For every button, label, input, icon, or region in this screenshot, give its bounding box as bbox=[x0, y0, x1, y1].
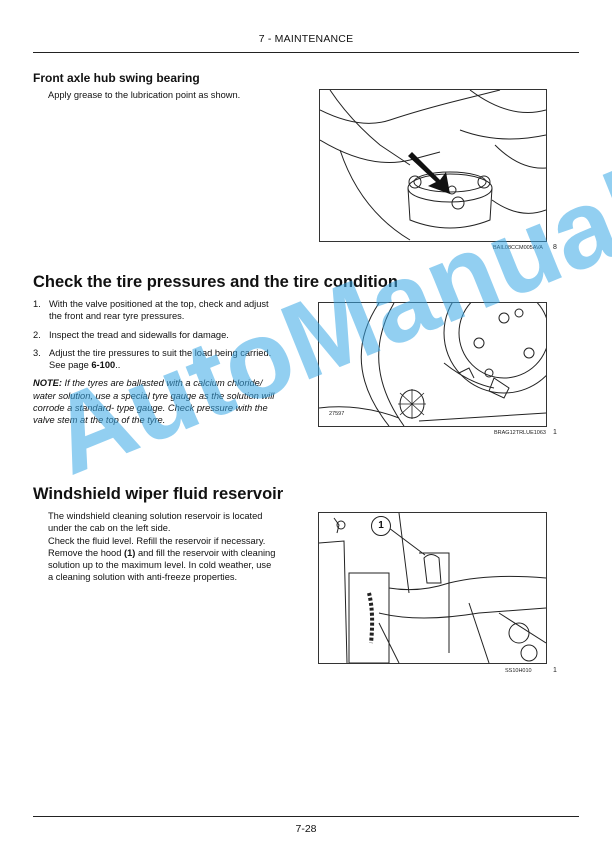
windshield-instructions: The windshield cleaning solution reservo… bbox=[48, 511, 276, 583]
section-heading-tire-pressures: Check the tire pressures and the tire co… bbox=[33, 273, 398, 291]
tire-step-1: 1. With the valve positioned at the top,… bbox=[33, 299, 269, 322]
header-rule bbox=[33, 52, 579, 53]
wiper-reservoir-drawing bbox=[319, 513, 546, 663]
figure-inner-label: 27597 bbox=[329, 411, 345, 417]
tire-valve-drawing bbox=[319, 303, 546, 426]
footer-rule bbox=[33, 816, 579, 817]
figure-ref-front-axle: BAIL08CCM005AVA bbox=[493, 245, 543, 251]
figure-wiper-reservoir: 1 bbox=[318, 512, 547, 664]
section-heading-windshield-reservoir: Windshield wiper fluid reservoir bbox=[33, 485, 284, 503]
figure-number-wiper: 1 bbox=[553, 667, 557, 674]
pointer-arrow-icon bbox=[408, 152, 450, 194]
front-axle-hub-drawing bbox=[320, 90, 546, 241]
figure-ref-wiper: SS10H010 bbox=[505, 668, 532, 674]
tire-step-3: 3. Adjust the tire pressures to suit the… bbox=[33, 347, 298, 372]
front-axle-instruction: Apply grease to the lubrication point as… bbox=[48, 90, 241, 100]
figure-tire-valve: 27597 bbox=[318, 302, 547, 427]
see-page-reference: See page 6-100.. bbox=[49, 360, 121, 371]
figure-front-axle-hub bbox=[319, 89, 547, 242]
page-link-6-100[interactable]: 6-100 bbox=[91, 360, 116, 371]
section-heading-front-axle: Front axle hub swing bearing bbox=[33, 71, 200, 85]
chapter-header: 7 - MAINTENANCE bbox=[258, 33, 354, 45]
callout-number-1: 1 bbox=[371, 516, 391, 536]
tire-steps-list: 1. With the valve positioned at the top,… bbox=[33, 298, 298, 427]
tire-step-2: 2. Inspect the tread and sidewalls for d… bbox=[33, 329, 229, 340]
page-number: 7-28 bbox=[295, 823, 317, 835]
figure-number-tire: 1 bbox=[553, 429, 557, 436]
tire-ballast-note: NOTE: If the tyres are ballasted with a … bbox=[33, 378, 275, 426]
figure-ref-tire: BRAG12TRLUE1063 bbox=[494, 430, 546, 436]
figure-number-front-axle: 8 bbox=[553, 244, 557, 251]
